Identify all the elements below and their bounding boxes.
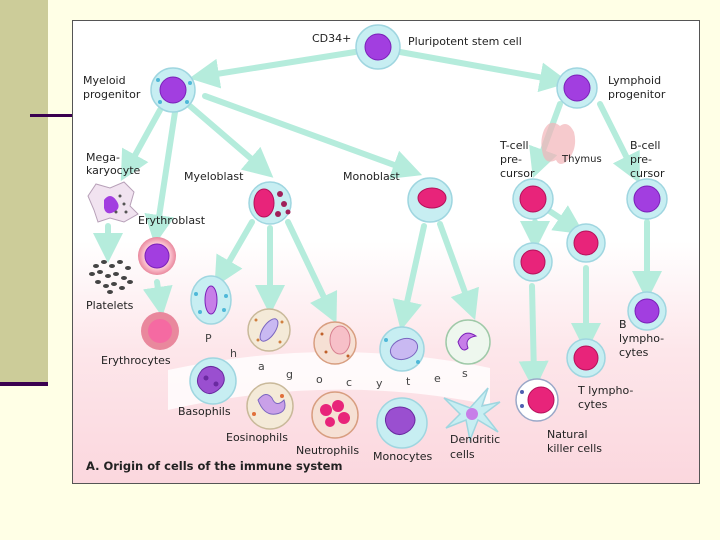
label-nk-1: Natural: [547, 428, 588, 441]
arrow-erythroblast-to-erythrocyte: [142, 279, 173, 317]
cell-tcell-precursor: [512, 178, 554, 220]
cell-myeloid-progenitor: [150, 67, 196, 113]
label-platelets: Platelets: [86, 299, 134, 312]
cell-basophil: [189, 357, 237, 405]
label-myeloblast: Myeloblast: [184, 170, 244, 183]
title-underline: [30, 114, 102, 117]
label-dendritic-2: cells: [450, 448, 475, 461]
label-myeloid-1: Myeloid: [83, 74, 126, 87]
label-tcell-1: T-cell: [499, 139, 529, 152]
arrow-stem-to-myeloid: [189, 49, 358, 89]
cell-myeloblast: [248, 181, 292, 225]
label-basophils: Basophils: [178, 405, 231, 418]
cell-monoblast: [407, 177, 453, 223]
label-tcell-3: cursor: [500, 167, 535, 180]
phagocytes-letter: c: [346, 376, 352, 389]
phagocytes-label: P h a g o c y t e s: [205, 332, 468, 390]
arrow-monoblast-to-monocyte: [392, 223, 427, 331]
label-erythroblast: Erythroblast: [138, 214, 206, 227]
phagocytes-letter: h: [230, 347, 237, 360]
label-tcell-2: pre-: [500, 153, 522, 166]
platelets-icon: [89, 260, 133, 294]
label-b-lympho-2: lympho-: [619, 332, 664, 345]
arrow-myeloid-to-mega: [120, 107, 163, 182]
cell-lymphoid-progenitor: [556, 67, 598, 109]
label-lymphoid-1: Lymphoid: [608, 74, 661, 87]
arrow-stem-to-lymphoid: [397, 49, 570, 93]
label-bcell-3: cursor: [630, 167, 665, 180]
label-cd34: CD34+: [312, 32, 351, 45]
cell-erythroblast: [138, 237, 176, 275]
phagocytes-letter: g: [286, 368, 293, 381]
label-t-lympho-2: cytes: [578, 398, 608, 411]
arrow-monoblast-to-dendritic: [437, 221, 479, 321]
side-base-line: [0, 382, 48, 386]
thymus-icon: [541, 122, 576, 164]
cell-monocyte: [376, 397, 428, 449]
cell-myelocyte: [190, 275, 232, 325]
cell-promonocyte: [379, 326, 425, 372]
side-band: [0, 0, 48, 385]
label-bcell-1: B-cell: [630, 139, 660, 152]
arrow-tcell-to-nk: [518, 283, 549, 391]
cell-t-lymphocyte: [566, 338, 606, 378]
label-monocytes: Monocytes: [373, 450, 433, 463]
lineage-arrows: [93, 49, 662, 391]
arrow-tcell-to-tcell2: [545, 205, 585, 235]
arrow-myeloid-to-erythroblast: [144, 109, 178, 245]
cell-tcell-3: [513, 242, 553, 282]
label-dendritic-1: Dendritic: [450, 433, 500, 446]
cell-metamyelocyte: [247, 308, 291, 352]
arrow-myeloid-to-monoblast: [202, 93, 423, 179]
label-neutrophils: Neutrophils: [296, 444, 359, 457]
arrow-myeloblast-to-basophil: [214, 219, 255, 287]
label-erythrocytes: Erythrocytes: [101, 354, 171, 367]
label-nk-2: killer cells: [547, 442, 602, 455]
cell-b-lymphocyte: [627, 291, 667, 331]
label-mega-1: Mega-: [86, 151, 120, 164]
label-lymphoid-2: progenitor: [608, 88, 666, 101]
cell-band-neutrophil: [313, 321, 357, 365]
label-myeloid-2: progenitor: [83, 88, 141, 101]
label-mega-2: karyocyte: [86, 164, 141, 177]
cell-natural-killer: [515, 378, 559, 422]
cell-dendritic-precursor: [445, 319, 491, 365]
cell-stem: [355, 24, 401, 70]
phagocytes-letter: s: [462, 367, 468, 380]
label-pluripotent-stem-cell: Pluripotent stem cell: [408, 35, 522, 48]
cell-megakaryocyte: [87, 181, 139, 223]
phagocytes-letter: e: [434, 372, 441, 385]
cell-tcell-2: [566, 223, 606, 263]
label-eosinophils: Eosinophils: [226, 431, 288, 444]
label-t-lympho-1: T lympho-: [577, 384, 633, 397]
diagram-title: A. Origin of cells of the immune system: [86, 459, 342, 473]
label-thymus: Thymus: [561, 154, 602, 165]
label-monoblast: Monoblast: [343, 170, 400, 183]
phagocytes-letter: o: [316, 373, 323, 386]
cell-bcell-precursor: [626, 178, 668, 220]
phagocytes-letter: a: [258, 360, 265, 373]
arrow-myeloblast-to-neutrophil: [285, 219, 338, 324]
cell-neutrophil: [311, 391, 359, 439]
arrow-myeloid-to-myeloblast: [187, 103, 274, 178]
phagocytes-letter: P: [205, 332, 212, 345]
cell-erythrocyte: [141, 312, 179, 350]
cell-eosinophil: [246, 382, 294, 430]
phagocytes-letter: t: [406, 375, 411, 388]
arrow-lymphoid-to-bcell: [597, 101, 640, 184]
phagocytes-letter: y: [376, 377, 383, 390]
label-bcell-2: pre-: [630, 153, 652, 166]
cell-dendritic: [443, 387, 501, 443]
label-b-lympho-1: B: [619, 318, 627, 331]
label-b-lympho-3: cytes: [619, 346, 649, 359]
